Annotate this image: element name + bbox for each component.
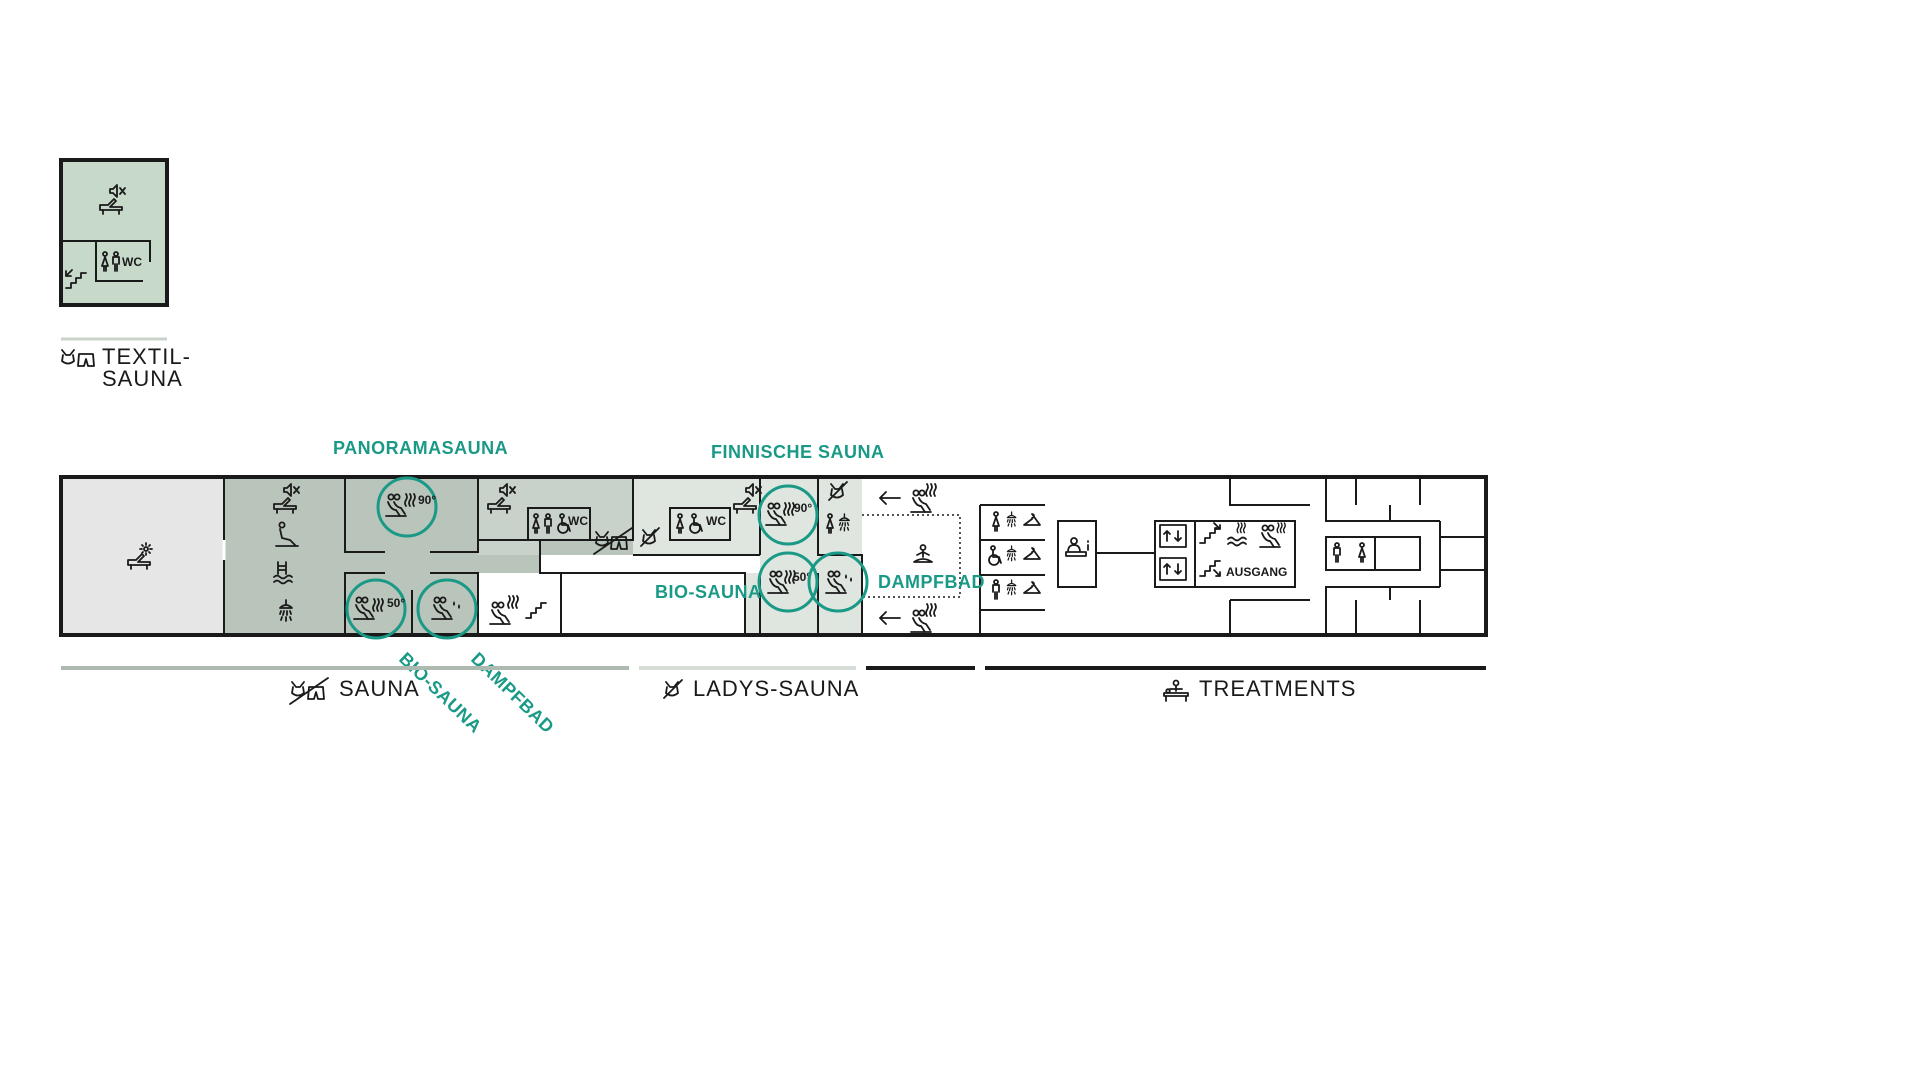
relaxation-meditate-icon: [913, 544, 933, 563]
wc-1-label: WC: [568, 514, 588, 528]
no-swimsuit-icon-ladys: [828, 481, 848, 501]
dampfbad-right-label: DAMPFBAD: [878, 572, 985, 592]
changing-room-accessible-icon: [988, 545, 1041, 566]
panoramasauna-marker: [376, 476, 438, 538]
dampfbad-right-room: [807, 551, 869, 613]
stairs-down-icon: [65, 269, 87, 289]
panoramasauna-room: 90°: [376, 476, 438, 538]
finnische-sauna-label: FINNISCHE SAUNA: [711, 442, 885, 462]
ausgang-label: AUSGANG: [1226, 565, 1287, 579]
wc-2-label: WC: [706, 514, 726, 528]
dampfbad-right-marker: [807, 551, 869, 613]
no-textile-legend-icon: [289, 677, 329, 705]
no-swimwear-icon: [593, 527, 633, 555]
bio-sauna-left-room: 50°: [345, 578, 407, 640]
elevator-up-icon: [1159, 524, 1187, 548]
textil-title-line1: TEXTIL-: [102, 344, 191, 369]
ladys-legend-icon: [663, 679, 683, 699]
textil-title-line2: SAUNA: [102, 366, 183, 391]
sauna-rest-zone: [478, 477, 633, 555]
finnische-sauna-room: 90°: [757, 484, 819, 546]
bio-sauna-left-temp: 50°: [387, 596, 405, 610]
stairs-to-pool-icon: [1199, 522, 1286, 548]
wc-female-icon: [1358, 542, 1366, 563]
textil-sauna-area: [61, 160, 167, 305]
bio-sauna-right-room: 50°: [757, 551, 819, 613]
outdoor-lounge-zone: [61, 477, 224, 635]
changing-room-male-icon: [992, 579, 1041, 600]
corridor-area: [561, 573, 745, 635]
finnische-sauna-marker: [757, 484, 819, 546]
bio-sauna-left-marker: [345, 578, 407, 640]
textil-sauna-box: WC: [59, 158, 169, 307]
ladys-corridor-cutout: [633, 555, 760, 573]
massage-treatment-icon: [1163, 679, 1189, 702]
bio-sauna-right-label: BIO-SAUNA: [655, 582, 762, 602]
arrow-to-sauna-bottom-icon: [879, 603, 937, 633]
foot-bath-icon: [275, 521, 299, 547]
panoramasauna-label: PANORAMASAUNA: [333, 438, 508, 458]
textil-sauna-walls: [61, 240, 151, 282]
floor-plan-outline: [59, 475, 1488, 637]
elevator-down-icon: [1159, 557, 1187, 581]
bio-sauna-right-marker: [757, 551, 819, 613]
reception-icon: [1065, 537, 1089, 557]
textil-swimwear-icon: [61, 349, 95, 367]
panoramasauna-temp: 90°: [418, 493, 436, 507]
arrow-to-sauna-top-icon: [879, 483, 937, 513]
sun-lounger-icon: [127, 542, 153, 570]
textil-sauna-outline: [59, 158, 169, 307]
dampfbad-left-marker: [416, 578, 478, 640]
exit-stairs-icon: [1199, 560, 1221, 577]
legend-ladys-label: LADYS-SAUNA: [693, 676, 859, 701]
bio-sauna-right-temp: 50°: [793, 570, 811, 584]
legend-sauna-label: SAUNA: [339, 676, 420, 701]
textil-wc-label: WC: [122, 255, 142, 269]
wc-male-icon: [1333, 542, 1341, 563]
legend-treatments-label: TREATMENTS: [1199, 676, 1356, 701]
no-swimsuit-icon: [640, 527, 660, 547]
dampfbad-left-room: [416, 578, 478, 640]
changing-room-female-icon: [992, 511, 1041, 532]
finnische-sauna-temp: 90°: [794, 501, 812, 515]
